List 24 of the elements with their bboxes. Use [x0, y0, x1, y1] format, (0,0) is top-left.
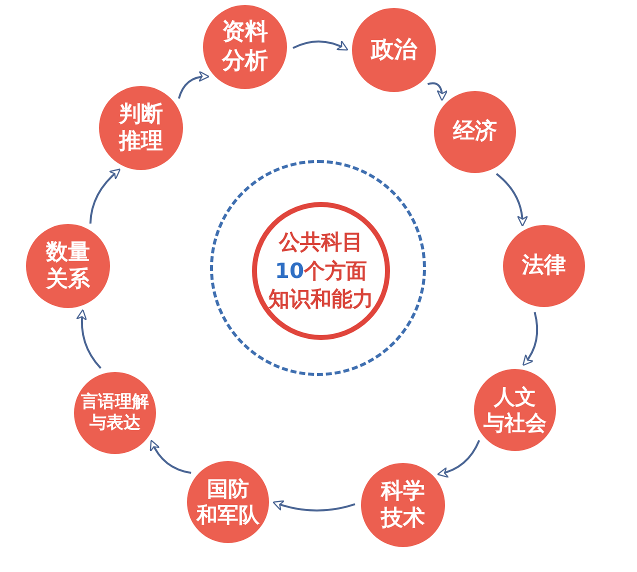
curved-arrow — [292, 40, 348, 50]
topic-label: 经济 — [453, 118, 497, 146]
curved-arrow — [522, 312, 538, 366]
center-text: 知识和能力 — [268, 286, 374, 314]
topic-label: 政治 — [371, 36, 417, 64]
topic-label: 言语理解与表达 — [81, 392, 149, 434]
center-text: 10个方面 — [274, 258, 368, 285]
curved-arrow — [496, 173, 528, 227]
topic-label: 数量关系 — [46, 238, 90, 294]
dashed-circle — [210, 160, 426, 376]
curved-arrow — [272, 500, 356, 512]
topic-label: 资料分析 — [222, 18, 268, 76]
center-text: 公共科目 — [279, 229, 363, 256]
curved-arrow — [76, 309, 102, 369]
curved-arrow — [437, 440, 480, 478]
curved-arrow — [89, 168, 121, 224]
topic-label: 人文与社会 — [484, 384, 546, 436]
topic-label: 国防和军队 — [196, 476, 260, 528]
curved-arrow — [150, 440, 192, 474]
topic-label: 法律 — [522, 252, 566, 280]
topic-label: 科学技术 — [381, 478, 425, 532]
curved-arrow — [178, 71, 210, 99]
curved-arrow — [427, 82, 448, 102]
topic-label: 判断推理 — [119, 100, 163, 156]
